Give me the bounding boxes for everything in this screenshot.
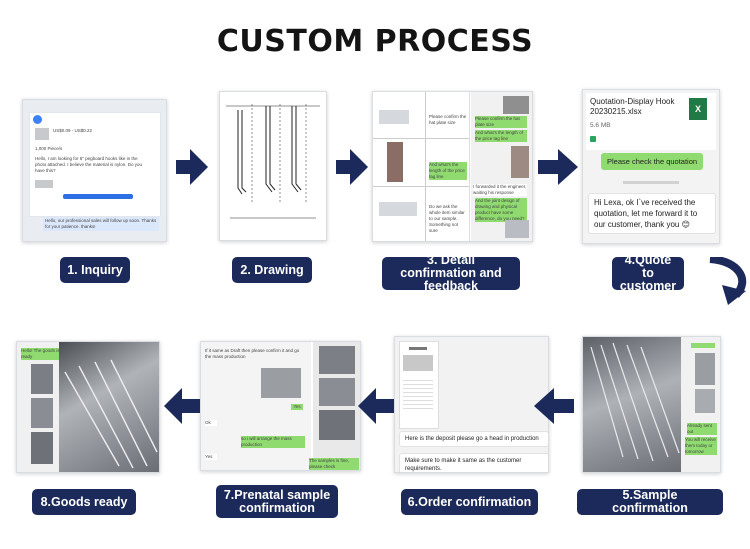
prenatal-message: Ok (205, 420, 217, 426)
arrow-right-icon (176, 149, 208, 185)
hook-photo (511, 146, 529, 178)
detail-message: And the joint design of drawing and phys… (475, 198, 527, 222)
inquiry-auto-reply: Hello, our professional sales will follo… (43, 217, 159, 231)
sample-panel: Already sent out You will receive them t… (582, 336, 721, 473)
goods-panel: Hello! The goods is ready (16, 341, 160, 473)
quote-reply: Hi Lexa, ok I`ve received the quotation,… (588, 193, 716, 234)
excel-file-icon[interactable]: X (689, 98, 707, 120)
product-thumbnail (35, 128, 49, 140)
hook-photo (379, 110, 409, 124)
hook-drawing (226, 104, 320, 219)
quote-panel: Quotation-Display Hook 20230215.xlsx 5.6… (582, 89, 720, 244)
goods-photo (59, 342, 159, 472)
hook-photo (505, 220, 529, 238)
step-6-badge: 6.Order confirmation (401, 489, 538, 515)
prenatal-message: Yes (205, 454, 217, 460)
timestamp (623, 181, 679, 184)
prenatal-message: so i will arrange the mass production (241, 436, 305, 448)
page-title: CUSTOM PROCESS (216, 24, 534, 59)
curved-arrow-down-icon (709, 257, 747, 305)
prenatal-photo (261, 368, 301, 398)
arrow-left-icon (164, 388, 200, 424)
quote-message: Please check the quotation (601, 153, 704, 170)
order-panel: Here is the deposit please go a head in … (394, 336, 549, 473)
app-icon (590, 136, 596, 142)
prenatal-message: Yes (291, 404, 303, 410)
inquiry-message: Hello, I am looking for 6" pegboard hook… (35, 156, 143, 173)
arrow-right-icon (538, 149, 578, 185)
hook-photo (379, 202, 417, 216)
reply-button[interactable] (63, 194, 133, 199)
invoice-header (409, 347, 427, 350)
arrow-left-icon (534, 388, 574, 424)
detail-message: And what's the length of the price tag l… (475, 130, 527, 142)
inquiry-qty: 1,000 Piece/s (35, 146, 63, 151)
quote-file-size: 5.6 MB (590, 122, 611, 129)
quote-file-name: Quotation-Display Hook 20230215.xlsx (590, 97, 675, 116)
order-message: Make sure to make it same as the custome… (399, 453, 548, 472)
prenatal-message: If it same as Draft then please confirm … (205, 348, 300, 359)
sample-thumbnail (695, 353, 715, 385)
arrow-right-icon (336, 149, 368, 185)
attachment-thumbnail (35, 180, 53, 188)
invoice-logo (403, 355, 433, 371)
inquiry-panel: US$0.09 - US$0.22 1,000 Piece/s Hello, I… (22, 99, 167, 242)
goods-thumbnail (31, 398, 53, 428)
prenatal-photo (319, 378, 355, 406)
sample-thumbnail (695, 389, 715, 413)
detail-panel: Please confirm the hat plate size And wh… (372, 91, 533, 242)
chat-bubble (691, 343, 715, 348)
arrow-left-icon (358, 388, 394, 424)
step-3-badge: 3. Detail confirmation and feedback (382, 254, 520, 293)
prenatal-photo (319, 410, 355, 440)
prenatal-message: The samples is fine, please check (309, 458, 359, 470)
prenatal-panel: If it same as Draft then please confirm … (200, 341, 361, 471)
hook-photo (387, 142, 403, 182)
goods-thumbnail (31, 364, 53, 394)
order-message: Here is the deposit please go a head in … (399, 431, 548, 447)
detail-message: And what's the length of the price tag l… (429, 162, 467, 180)
step-1-badge: 1. Inquiry (60, 257, 130, 283)
step-4-badge: 4.Quote to customer (612, 254, 684, 293)
sample-message: Already sent out (687, 423, 717, 435)
hooks-bundle-photo (64, 359, 158, 469)
avatar (33, 115, 42, 124)
detail-message: Please confirm the hat plate size (475, 116, 527, 128)
hook-photo (503, 96, 529, 114)
step-5-badge: 5.Sample confirmation (577, 489, 723, 515)
goods-message: Hello! The goods is ready (21, 348, 61, 360)
detail-message: I forwarded it the engineer, waiting his… (473, 184, 527, 196)
prenatal-photo (319, 346, 355, 374)
inquiry-price: US$0.09 - US$0.22 (53, 128, 93, 133)
goods-thumbnail (31, 432, 53, 464)
invoice-table (403, 377, 433, 409)
sample-message: You will receive them today or tomorrow (685, 437, 717, 455)
detail-message: Do we ask the whole item similar to our … (429, 204, 465, 233)
drawing-panel (219, 91, 327, 241)
detail-message: Please confirm the hat plate size (429, 114, 467, 125)
step-8-badge: 8.Goods ready (32, 489, 136, 515)
step-2-badge: 2. Drawing (232, 257, 312, 283)
step-7-badge: 7.Prenatal sample confirmation (216, 485, 338, 518)
hooks-photo (590, 342, 680, 462)
